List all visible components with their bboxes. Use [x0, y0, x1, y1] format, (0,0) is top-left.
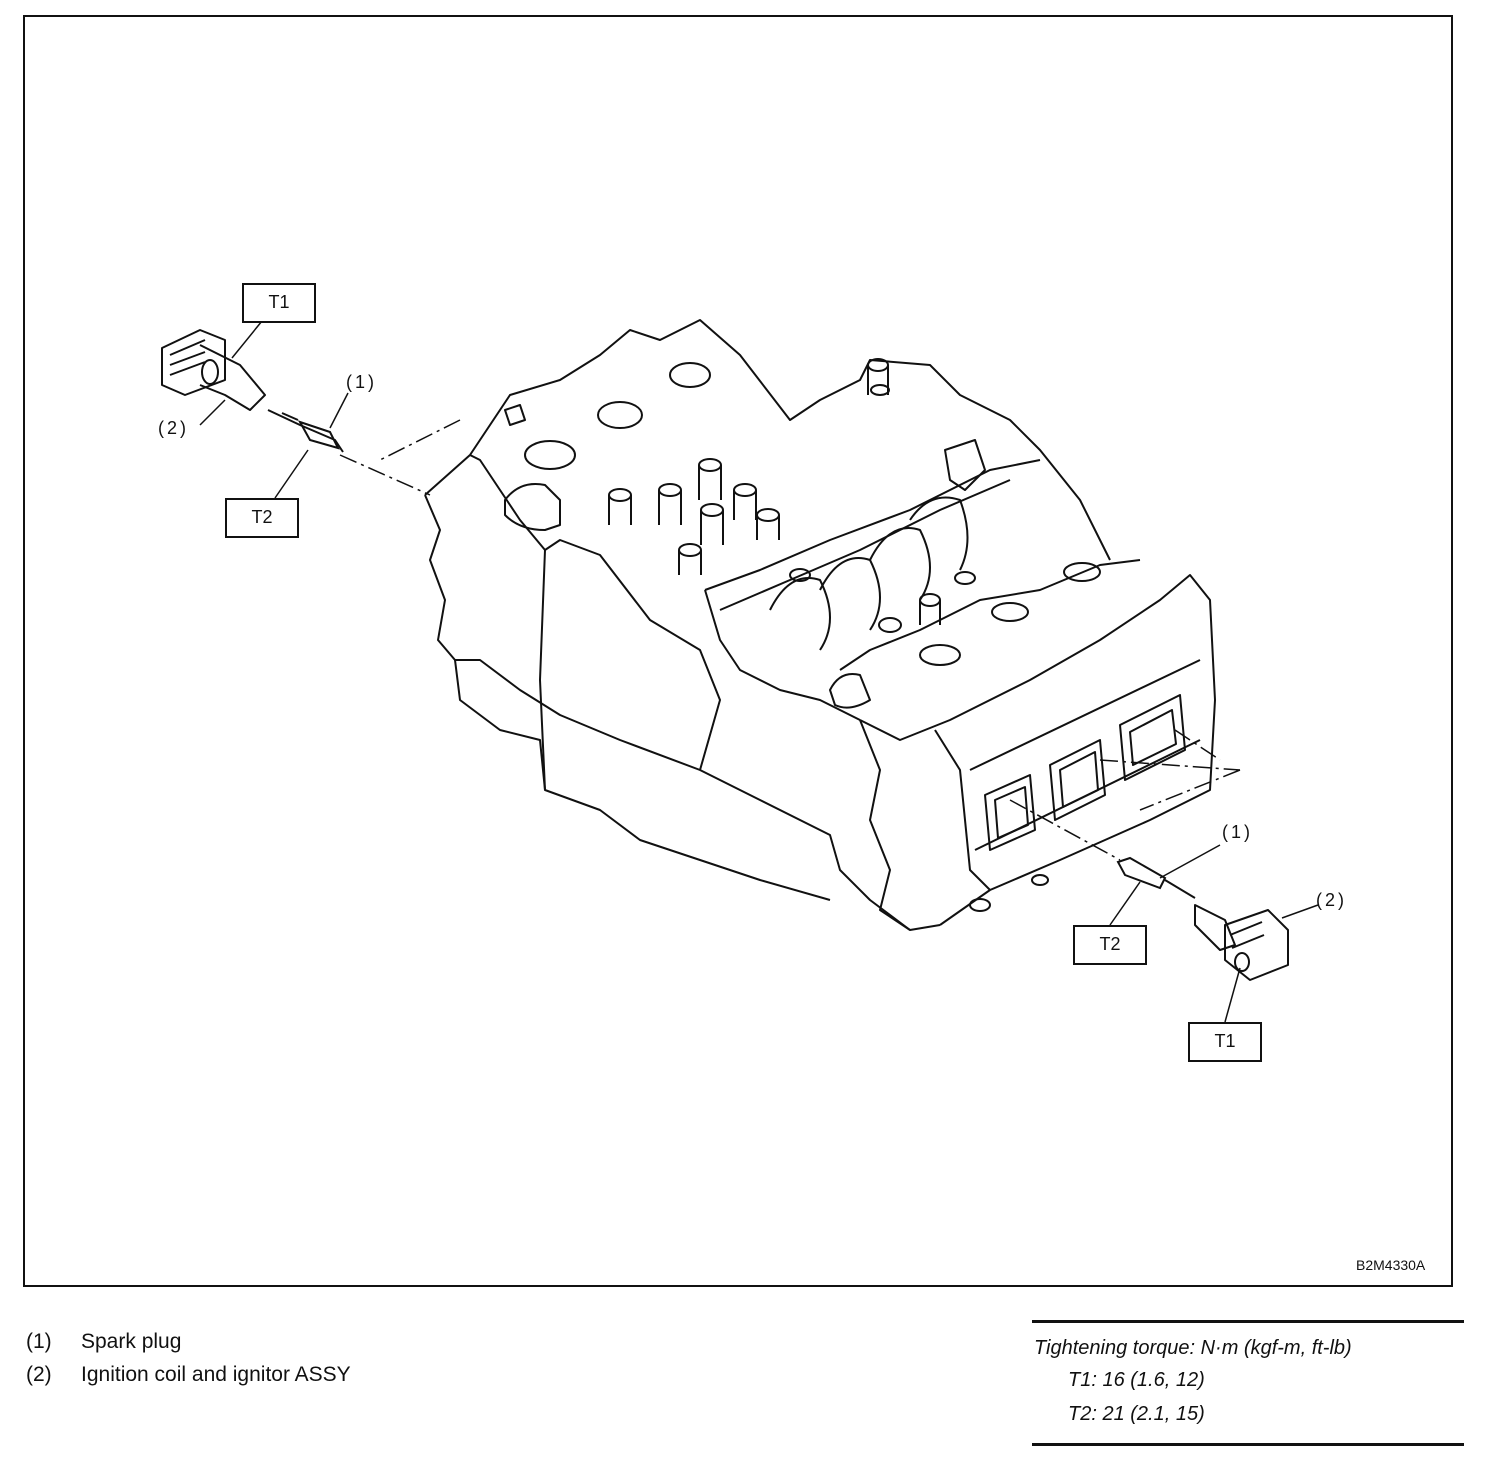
- torque-title: Tightening torque: N·m (kgf-m, ft-lb): [1034, 1337, 1352, 1359]
- leader-lines: [199, 320, 1319, 1023]
- parts-legend: (1) Spark plug (2) Ignition coil and ign…: [26, 1325, 351, 1391]
- ignition-coil-left: [161, 329, 266, 411]
- legend-item: (2) Ignition coil and ignitor ASSY: [26, 1358, 351, 1391]
- ignition-coil-right: [1194, 904, 1289, 981]
- legend-item: (1) Spark plug: [26, 1325, 351, 1358]
- spark-plug-left: [267, 409, 344, 453]
- callout-t1-right: T1: [1188, 1022, 1262, 1062]
- legend-number: (2): [26, 1362, 52, 1386]
- legend-label: Ignition coil and ignitor ASSY: [81, 1362, 351, 1386]
- callout-t2-left: T2: [225, 498, 299, 538]
- spark-plug-right: [1116, 856, 1196, 899]
- callout-t2-right: T2: [1073, 925, 1147, 965]
- engine-block-drawing: [424, 319, 1216, 931]
- callout-1-right: (1): [1222, 822, 1253, 842]
- torque-row-t1: T1: 16 (1.6, 12): [1068, 1369, 1205, 1391]
- torque-spec: Tightening torque: N·m (kgf-m, ft-lb) T1…: [1032, 1320, 1464, 1446]
- engine-diagram: [23, 15, 1453, 1287]
- centerlines: [339, 419, 1241, 861]
- callout-1-left: (1): [346, 372, 377, 392]
- callout-2-left: (2): [158, 418, 189, 438]
- figure-frame: [23, 15, 1453, 1287]
- legend-label: Spark plug: [81, 1329, 182, 1353]
- torque-row-t2: T2: 21 (2.1, 15): [1068, 1403, 1205, 1425]
- figure-code: B2M4330A: [1356, 1257, 1426, 1273]
- callout-2-right: (2): [1316, 890, 1347, 910]
- callout-t1-left: T1: [242, 283, 316, 323]
- legend-number: (1): [26, 1329, 52, 1353]
